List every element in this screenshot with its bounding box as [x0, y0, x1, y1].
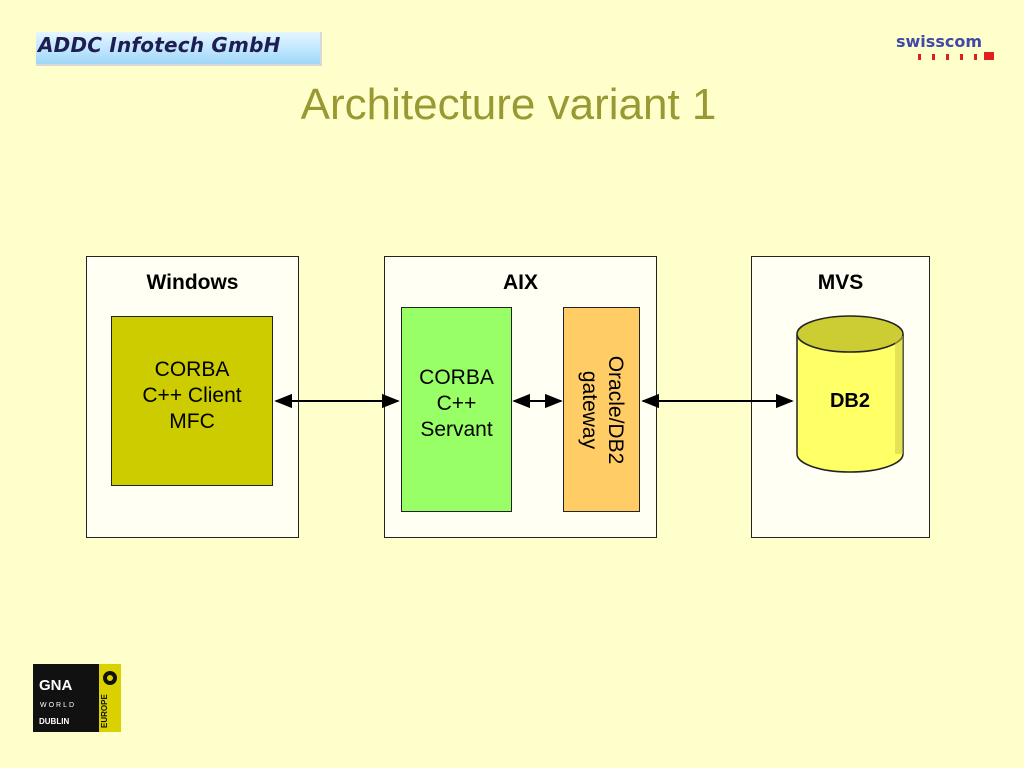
- aix-panel-label: AIX: [502, 271, 538, 294]
- gateway-label: Oracle/DB2 gateway: [577, 355, 627, 464]
- gna-text: GNA: [39, 677, 73, 694]
- mvs-panel-label: MVS: [817, 271, 864, 294]
- swisscom-bars-icon: [918, 52, 994, 60]
- addc-infotech-logo: ADDC Infotech GmbH: [36, 32, 322, 66]
- corba-servant-box: CORBA C++ Servant: [401, 307, 512, 512]
- corba-client-box: CORBA C++ Client MFC: [111, 316, 273, 486]
- gna-world-europe-logo: GNA WORLD DUBLIN EUROPE: [33, 664, 121, 732]
- world-text: WORLD: [40, 702, 76, 709]
- windows-panel-label: Windows: [146, 271, 239, 294]
- database-cylinder-icon: [796, 315, 904, 473]
- corba-servant-label: CORBA C++ Servant: [419, 366, 494, 441]
- dublin-text: DUBLIN: [39, 717, 69, 726]
- db2-label: DB2: [829, 390, 870, 412]
- slide-title: Architecture variant 1: [300, 80, 717, 129]
- addc-logo-text: ADDC Infotech GmbH: [38, 33, 281, 57]
- corba-client-label: CORBA C++ Client MFC: [142, 358, 242, 433]
- swisscom-logo-text: swisscom: [896, 32, 982, 51]
- europe-text: EUROPE: [100, 694, 109, 728]
- swisscom-logo: swisscom: [896, 32, 996, 60]
- oracle-db2-gateway-box: Oracle/DB2 gateway: [563, 307, 640, 512]
